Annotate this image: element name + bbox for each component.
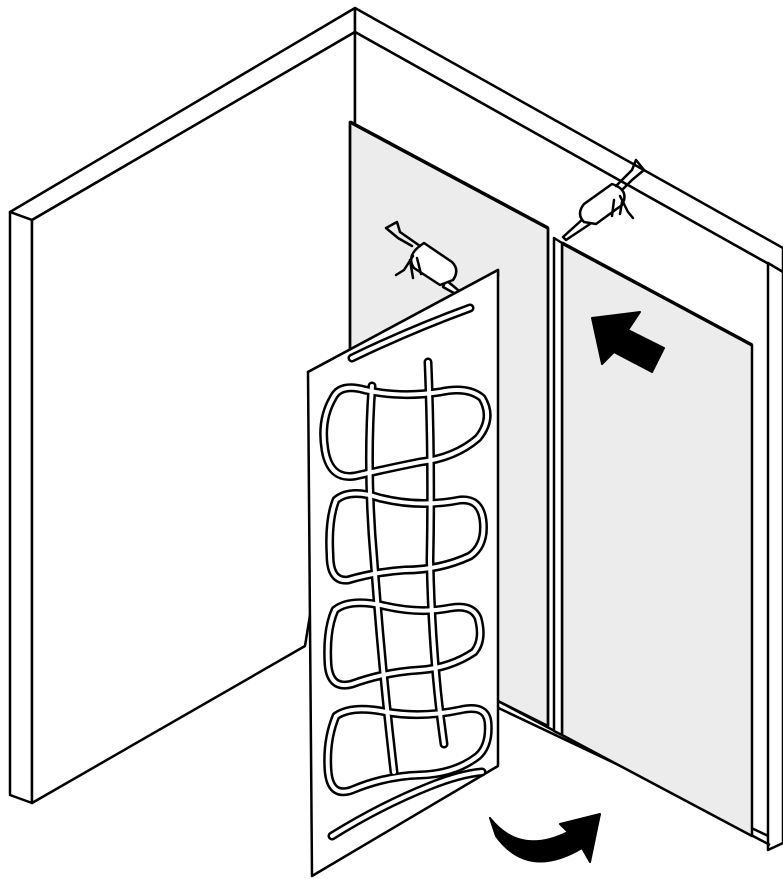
caulking-gun-handle [394, 254, 423, 280]
caulking-gun-rod [384, 220, 422, 248]
installed-panel-left-top-line [349, 120, 549, 230]
left-wall [8, 6, 357, 805]
curved-flip-arrow-icon [489, 813, 601, 863]
caulking-gun-icon [561, 158, 646, 242]
right-wall-front-edge [766, 261, 783, 852]
push-arrow-icon [591, 311, 665, 373]
installed-panel-right-top-line [561, 241, 753, 347]
installed-panel-right-side [552, 236, 564, 737]
caulking-gun-rod [614, 158, 646, 192]
caulking-gun-tube [409, 241, 458, 287]
caulking-gun-handle [610, 194, 635, 220]
installed-panel-right-face [560, 241, 754, 838]
left-wall-face [30, 30, 357, 805]
adhesive-beads [319, 303, 493, 841]
left-wall-front-edge [8, 210, 34, 805]
installed-panel-right [552, 236, 754, 838]
right-wall-top-edge [353, 6, 783, 274]
